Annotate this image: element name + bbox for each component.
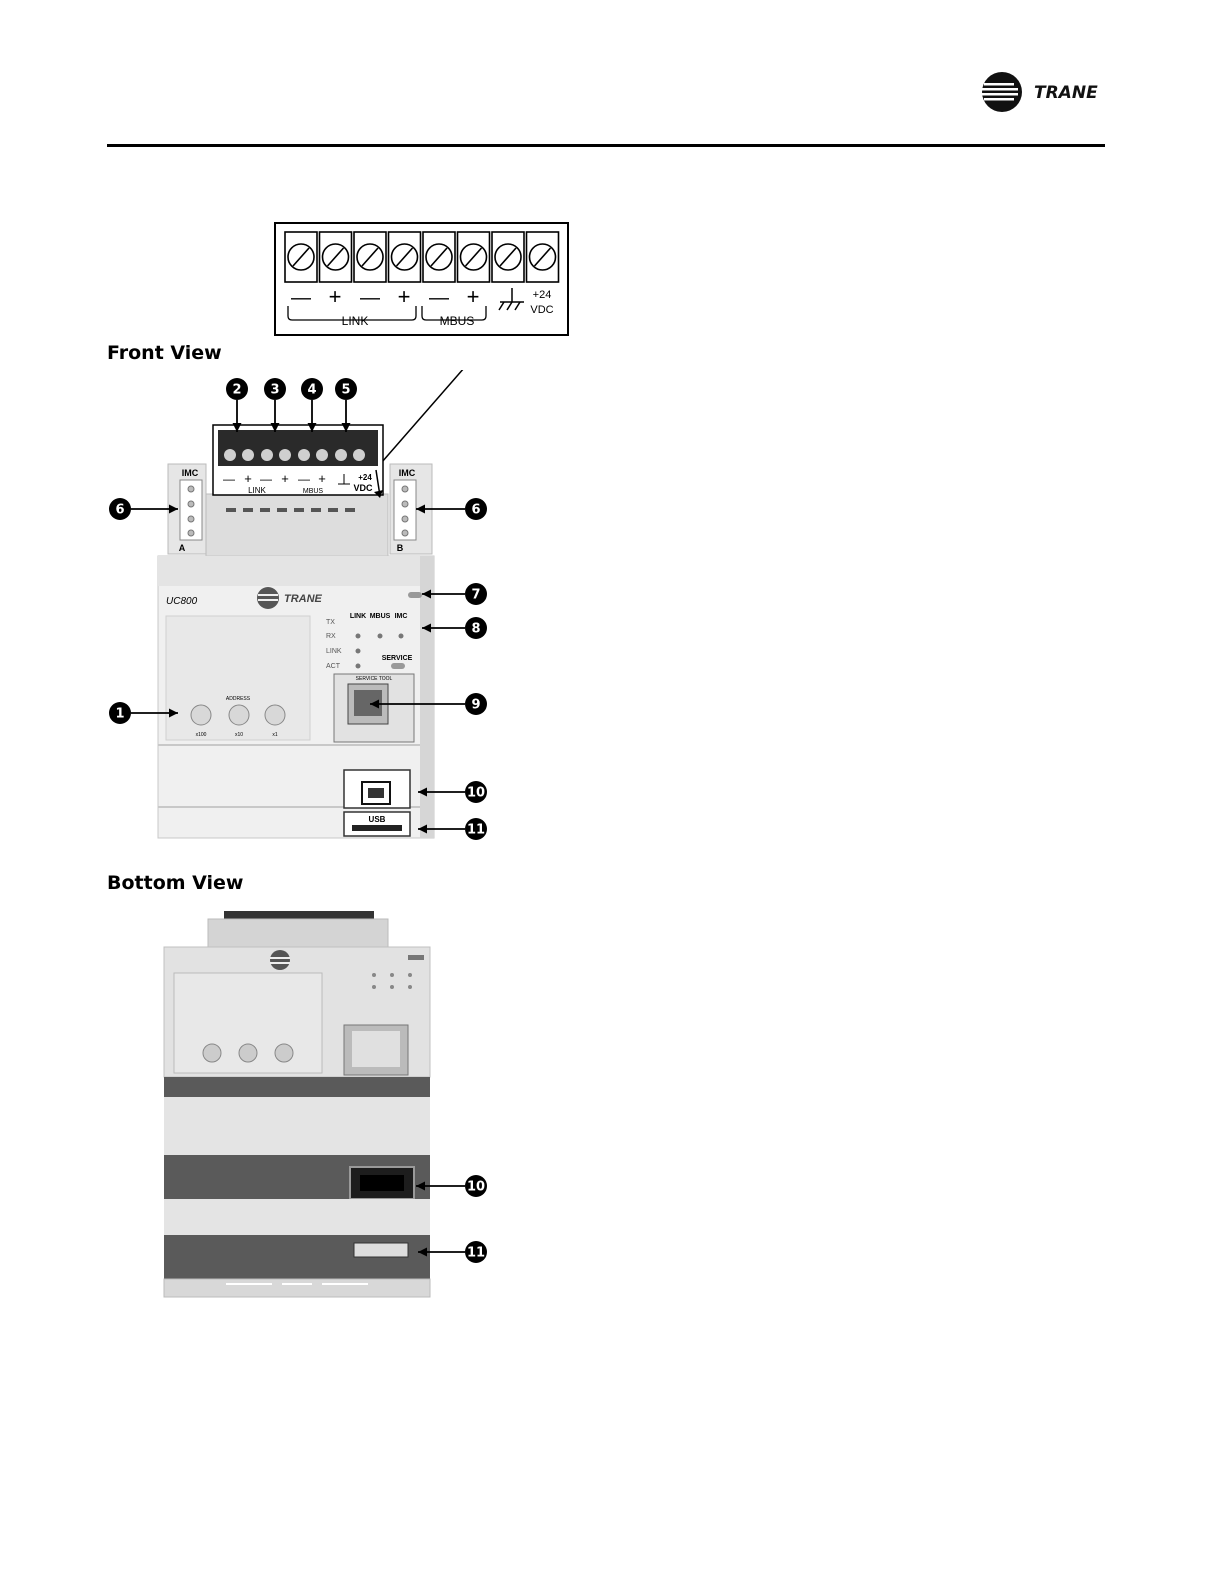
mini-sign-6: + — [318, 471, 326, 486]
callout-number: 6 — [115, 503, 124, 518]
bottom-trane-logo-icon — [270, 950, 290, 970]
vdc-bottom: VDC — [530, 304, 553, 316]
callout-number: 10 — [467, 1180, 485, 1195]
terminal-screw-icon — [320, 232, 352, 282]
dial-label-x1: x1 — [272, 732, 278, 738]
mini-vdc-top: +24 — [358, 473, 372, 482]
terminal-screw-icon — [285, 232, 317, 282]
imc-left-label: IMC — [182, 468, 199, 478]
sign-5: — — [429, 287, 449, 309]
terminal-screw-icon — [527, 232, 559, 282]
mini-vdc-bottom: VDC — [353, 483, 373, 493]
vdc-top: +24 — [533, 289, 552, 301]
mini-sign-3: — — [260, 472, 272, 486]
led-col-imc: IMC — [395, 613, 408, 620]
callout-number: 6 — [471, 503, 480, 518]
mini-mbus-label: MBUS — [303, 488, 324, 495]
callout-3: 3 — [264, 378, 286, 432]
bottom-view-title: Bottom View — [107, 872, 244, 894]
header-rule — [107, 144, 1105, 147]
sign-1: — — [291, 287, 311, 309]
link-label: LINK — [342, 314, 369, 328]
callout-number: 11 — [467, 1246, 485, 1261]
callout-number: 8 — [471, 622, 480, 637]
terminal-screw-icon — [354, 232, 386, 282]
terminal-screw-icon — [423, 232, 455, 282]
port-b-label: B — [397, 543, 404, 553]
mini-sign-1: — — [223, 472, 235, 486]
brand-wordmark: TRANE — [1034, 83, 1098, 103]
callout-number: 5 — [341, 383, 350, 398]
trane-logo-icon — [982, 72, 1022, 112]
detail-leader-line — [382, 370, 492, 462]
led-row-rx: RX — [326, 633, 336, 640]
model-label: UC800 — [166, 596, 198, 607]
mini-sign-4: + — [281, 471, 289, 486]
device-trane-logo-icon — [257, 587, 279, 609]
mbus-label: MBUS — [440, 314, 475, 328]
terminal-screw-icon — [389, 232, 421, 282]
terminal-screw-icon — [458, 232, 490, 282]
mini-sign-5: — — [298, 472, 310, 486]
bottom-view-device: 10 11 — [100, 905, 520, 1305]
port-a-label: A — [179, 543, 186, 553]
device-brand: TRANE — [284, 593, 323, 605]
dial-label-x100: x100 — [196, 732, 207, 738]
usb-label: USB — [369, 815, 386, 824]
callout-number: 2 — [232, 383, 241, 398]
service-label: SERVICE — [382, 655, 413, 662]
callout-number: 3 — [270, 383, 279, 398]
terminal-screw-icon — [492, 232, 524, 282]
callout-2: 2 — [226, 378, 248, 432]
callout-number: 4 — [307, 383, 316, 398]
callout-5: 5 — [335, 378, 357, 432]
sign-2: + — [329, 284, 342, 309]
service-button[interactable] — [391, 663, 405, 669]
led-col-mbus: MBUS — [370, 613, 391, 620]
led-col-link: LINK — [350, 613, 366, 620]
service-tool-label: SERVICE TOOL — [356, 676, 393, 682]
address-label: ADDRESS — [226, 696, 251, 702]
callout-number: 9 — [471, 698, 480, 713]
callout-4: 4 — [301, 378, 323, 432]
terminal-block-detail: — + — + — + +24 VDC LINK MBUS — [270, 218, 580, 343]
led-row-tx: TX — [326, 619, 335, 626]
sign-6: + — [467, 284, 480, 309]
mini-sign-2: + — [244, 471, 252, 486]
usb-port[interactable] — [352, 825, 402, 831]
imc-right-label: IMC — [399, 468, 416, 478]
bottom-usb-port[interactable] — [354, 1243, 408, 1257]
callout-number: 1 — [115, 707, 124, 722]
sign-4: + — [398, 284, 411, 309]
mini-link-label: LINK — [248, 486, 266, 495]
callout-number: 10 — [467, 786, 485, 801]
front-view-title: Front View — [107, 342, 222, 364]
callout-number: 7 — [471, 588, 480, 603]
trane-logo: TRANE — [980, 70, 1110, 114]
led-row-link: LINK — [326, 648, 342, 655]
sign-3: — — [360, 287, 380, 309]
front-view-device: IMC IMC A B — + — + — + LINK MBUS +24 VD… — [100, 370, 520, 850]
dial-label-x10: x10 — [235, 732, 243, 738]
led-row-act: ACT — [326, 663, 341, 670]
callout-number: 11 — [467, 823, 485, 838]
